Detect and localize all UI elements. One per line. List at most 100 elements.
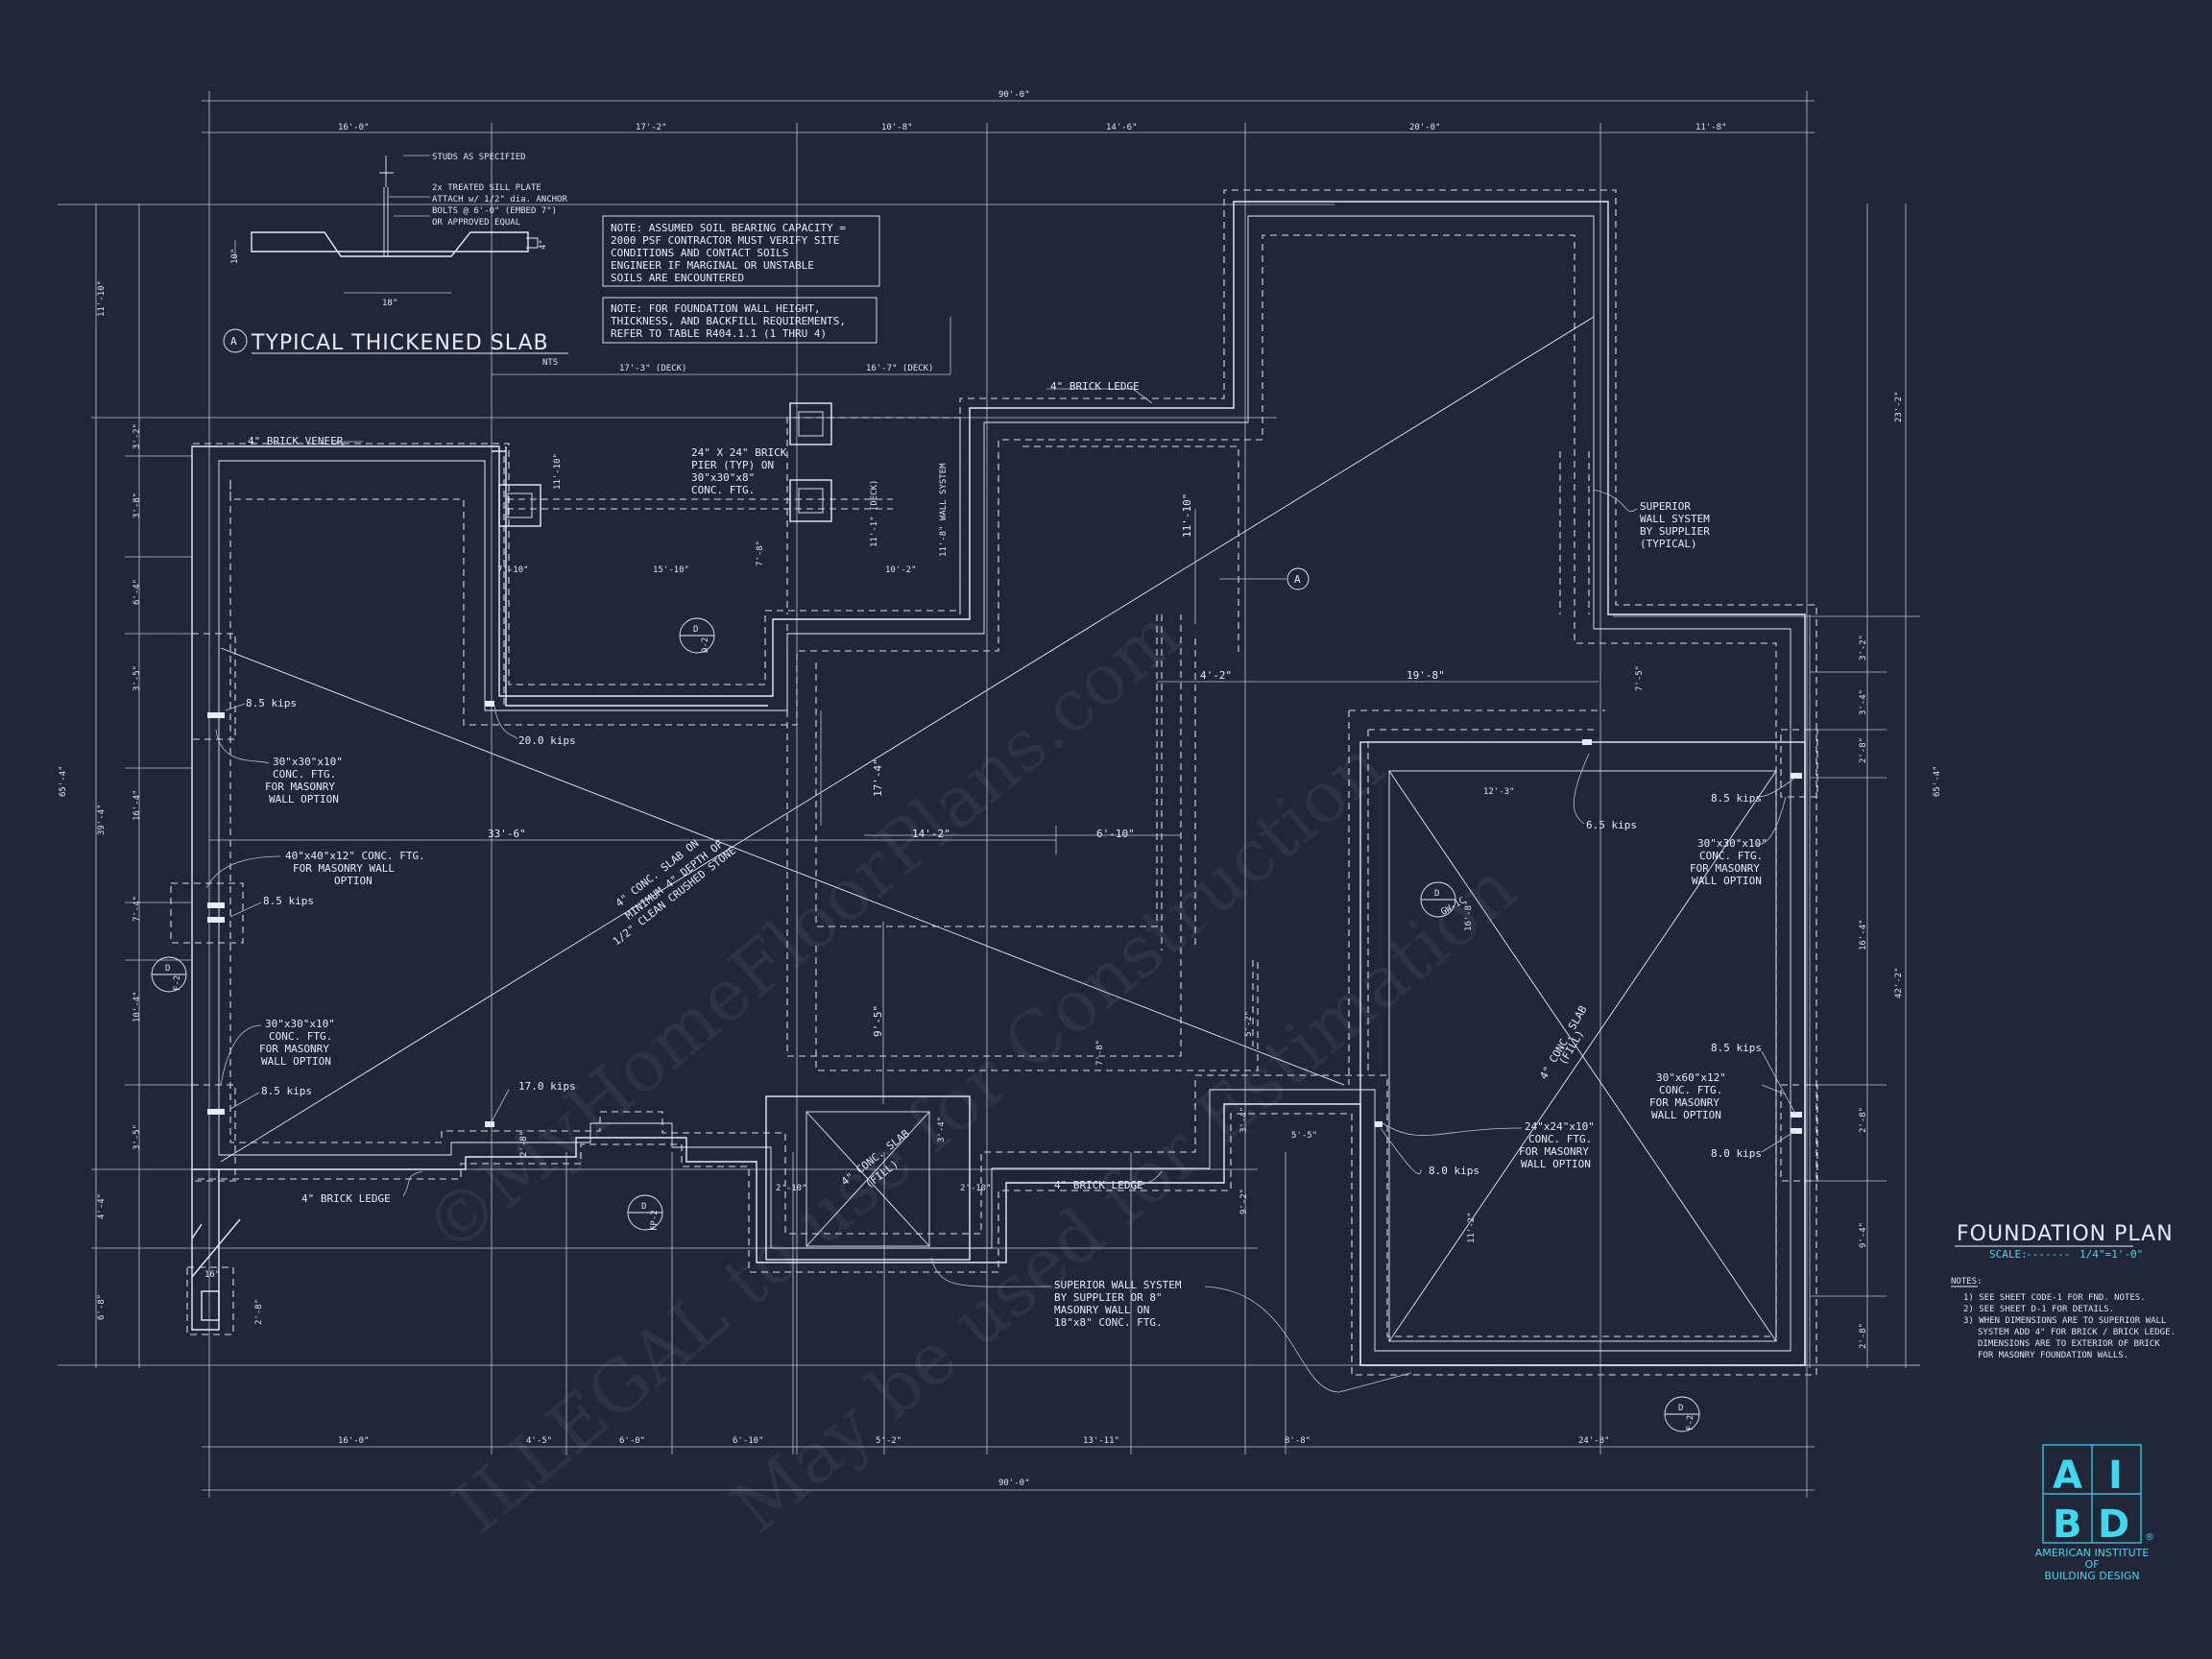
dim-interior-24: 2'-8" [519, 1131, 529, 1157]
porch-footing-left [503, 456, 788, 706]
porch-cross [805, 1111, 930, 1247]
label-ftg-l1-1: 30"x30"x10" [273, 756, 343, 768]
label-ftg-r3-4: WALL OPTION [1521, 1158, 1591, 1170]
label-ftg-l1-3: FOR MASONRY [265, 781, 335, 793]
section-marker-a [1286, 567, 1310, 590]
label-brick-ledge-bl: 4" BRICK LEDGE [301, 1192, 391, 1205]
dim-interior-1: 33'-6" [488, 828, 526, 840]
load-point-1 [207, 712, 225, 718]
footing-inner [229, 234, 1777, 1337]
label-ftg-r1-4: WALL OPTION [1692, 875, 1762, 887]
section-marker-a-label: A [1294, 573, 1301, 586]
label-superior-right-2: WALL SYSTEM [1640, 513, 1710, 525]
dim-interior-15: 7'-8" [1095, 1040, 1105, 1066]
dim-deck-right: 16'-7" (DECK) [866, 364, 933, 373]
dim-overall-bottom: 90'-0" [998, 1479, 1030, 1488]
label-superior-bottom-2: BY SUPPLIER OR 8" [1054, 1291, 1163, 1304]
dim-left-tick-7: 10'-4" [132, 991, 142, 1022]
label-ftg-l3-4: WALL OPTION [261, 1055, 331, 1068]
label-superior-bottom-4: 18"x8" CONC. FTG. [1054, 1316, 1163, 1329]
logo-line-3: BUILDING DESIGN [2044, 1570, 2139, 1582]
dim-left-tick-6: 7'-4" [132, 896, 142, 922]
plan-title: FOUNDATION PLAN [1957, 1222, 2174, 1246]
tag-fp2-top: D [641, 1202, 646, 1212]
label-pier-4: CONC. FTG. [691, 484, 755, 496]
garage-footing [1349, 709, 1605, 731]
dim-right-tick-2: 3'-4" [1859, 689, 1868, 715]
tag-d2-bottom: D-2 [701, 637, 710, 653]
note-box-1 [602, 215, 880, 287]
dim-overall-top: 90'-0" [998, 90, 1030, 100]
detail-tag: A [230, 335, 237, 348]
detail-leaders [234, 155, 451, 294]
dim-right-tick-4: 16'-4" [1859, 919, 1868, 950]
load-point-7 [1582, 739, 1592, 745]
dim-left-tick-5: 16'-4" [132, 789, 142, 821]
interior-footing-3 [1161, 614, 1196, 950]
stair-pier [201, 1290, 220, 1321]
label-ftg-l1-2: CONC. FTG. [273, 768, 336, 781]
right-footing-1 [1780, 729, 1818, 798]
load-point-11 [1375, 1121, 1382, 1127]
dim-top-4: 14'-6" [1106, 123, 1138, 132]
dim-interior-17: 9'-2" [1239, 1189, 1249, 1214]
brick-pier-3-inner [507, 493, 533, 518]
label-pier-2: PIER (TYP) ON [691, 459, 774, 471]
pier-line [507, 498, 893, 510]
detail-dim-b: 18" [382, 299, 397, 308]
logo-registered: ® [2145, 1532, 2154, 1543]
label-superior-right-4: (TYPICAL) [1640, 538, 1697, 550]
note-item-3: 3) WHEN DIMENSIONS ARE TO SUPERIOR WALL [1963, 1316, 2166, 1326]
load-point-8 [1791, 773, 1802, 779]
dim-interior-13: 11'-1" (DECK) [870, 480, 879, 547]
left-footing-2 [170, 882, 244, 944]
dim-interior-28: 3'-4" [937, 1117, 947, 1142]
dim-bottom-7: 8'-8" [1285, 1436, 1310, 1446]
note-1-line-4: ENGINEER IF MARGINAL OR UNSTABLE [611, 259, 814, 272]
dim-interior-16: 12'-3" [1483, 787, 1515, 797]
svg-text:-------: ------- [2026, 1248, 2070, 1261]
scale-value: 1/4"=1'-0" [2080, 1248, 2143, 1261]
front-porch-inner [805, 1111, 930, 1247]
logo-letter-i: I [2108, 1454, 2123, 1498]
label-kips-r4: 8.0 kips [1429, 1165, 1479, 1177]
dim-left-b: 39'-4" [97, 804, 107, 835]
dim-left-tick-3: 6'-4" [132, 579, 142, 605]
note-box-2 [602, 297, 878, 344]
label-brick-veneer: 4" BRICK VENEER [248, 435, 344, 447]
interior-footing-4 [815, 946, 1259, 1071]
detail-tag-circle [223, 328, 248, 353]
label-kips-r2: 8.5 kips [1711, 792, 1762, 805]
dim-left-a: 11'-10" [97, 280, 107, 317]
thickened-slab-detail: STUDS AS SPECIFIED 2x TREATED SILL PLATE… [223, 153, 568, 368]
detail-title: TYPICAL THICKENED SLAB [251, 331, 549, 355]
general-notes: NOTE: ASSUMED SOIL BEARING CAPACITY = 20… [602, 215, 880, 344]
dim-interior-10: 15'-10" [653, 565, 689, 575]
label-pier-3: 30"x30"x8" [691, 471, 755, 484]
note-item-6: FOR MASONRY FOUNDATION WALLS. [1978, 1351, 2128, 1360]
tag-f2-bottom: F-2 [173, 975, 182, 991]
dim-right-tick-5: 2'-8" [1859, 1107, 1868, 1133]
dim-right-tick-6: 9'-4" [1859, 1222, 1868, 1248]
garage-cross [1388, 770, 1777, 1342]
dim-top-2: 17'-2" [636, 123, 667, 132]
label-kips-l1: 8.5 kips [246, 697, 297, 709]
load-point-2 [485, 701, 494, 707]
label-ftg-l3-2: CONC. FTG. [269, 1030, 332, 1043]
label-pier-1: 24" X 24" BRICK [691, 446, 787, 459]
note-2-line-3: REFER TO TABLE R404.1.1 (1 THRU 4) [611, 327, 827, 340]
label-kips-r5: 8.0 kips [1711, 1147, 1762, 1160]
dim-interior-27: 3'-4" [1239, 1107, 1249, 1133]
note-1-line-3: CONDITIONS AND CONTACT SOILS [611, 247, 788, 259]
logo-letter-a: A [2053, 1454, 2082, 1498]
label-kips-c1: 20.0 kips [518, 734, 576, 747]
note-2-line-1: NOTE: FOR FOUNDATION WALL HEIGHT, [611, 302, 821, 315]
load-point-3 [207, 902, 225, 908]
label-ftg-r2-3: FOR MASONRY [1649, 1096, 1719, 1109]
dim-right-a: 23'-2" [1894, 391, 1904, 422]
label-ftg-r1-1: 30"x30"x10" [1697, 837, 1767, 850]
dim-left-tick-8: 3'-5" [132, 1124, 142, 1150]
detail-sill-1: 2x TREATED SILL PLATE [432, 183, 541, 193]
deck-column [786, 417, 961, 614]
logo-letter-d: D [2098, 1503, 2129, 1547]
